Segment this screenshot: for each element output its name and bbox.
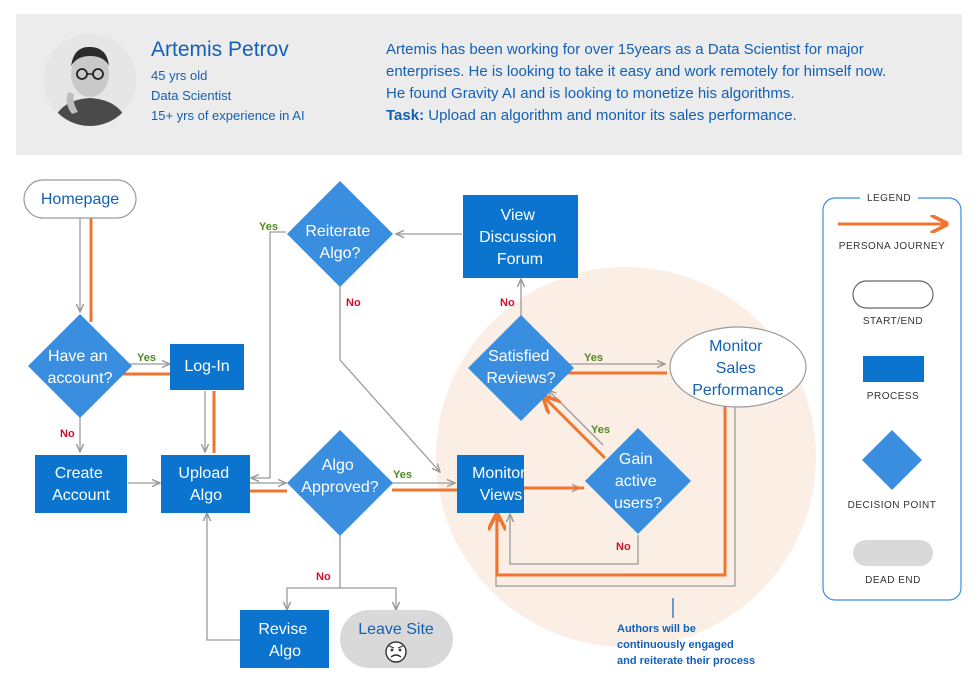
legend-start-end-shape — [852, 280, 934, 309]
bio-line: Artemis has been working for over 15year… — [386, 41, 864, 58]
task-label: Task: — [386, 107, 425, 124]
legend-process-shape — [863, 356, 924, 382]
persona-bio: Artemis has been working for over 15year… — [386, 39, 956, 127]
persona-role: Data Scientist — [151, 88, 232, 103]
monitor-sales-performance-label: Monitor Sales Performance — [692, 338, 784, 399]
have-account-label: Have an account? — [48, 348, 113, 387]
revise-algo-label: Revise Algo — [258, 621, 311, 660]
legend: LEGEND PERSONA JOURNEY START/END PROCESS… — [822, 191, 962, 601]
algo-approved-decision[interactable]: Algo Approved? — [287, 430, 393, 536]
persona-avatar — [44, 34, 136, 126]
edge-label-yes: Yes — [259, 221, 278, 233]
reiterate-algo-decision[interactable]: Reiterate Algo? — [287, 181, 393, 287]
persona-header — [16, 14, 962, 155]
frowning-face-icon — [385, 641, 407, 663]
legend-dead-end-shape — [853, 540, 933, 566]
have-account-decision[interactable]: Have an account? — [28, 314, 132, 418]
satisfied-reviews-label: Satisfied Reviews? — [486, 348, 555, 387]
edge-gain-views — [510, 514, 639, 565]
create-account-label: Create Account — [52, 465, 110, 504]
persona-photo-icon — [44, 34, 136, 126]
persona-experience: 15+ yrs of experience in AI — [151, 108, 305, 123]
legend-decision-point: DECISION POINT — [848, 500, 937, 511]
upload-algo-label: Upload Algo — [178, 465, 233, 504]
view-discussion-forum-label: View Discussion Forum — [479, 207, 561, 268]
gain-active-users-label: Gain active users? — [614, 451, 662, 512]
persona-age: 45 yrs old — [151, 68, 208, 83]
revise-algo-node[interactable]: Revise Algo — [240, 610, 329, 668]
legend-dead-end: DEAD END — [865, 575, 921, 586]
homepage-label: Homepage — [41, 191, 119, 208]
bio-line: He found Gravity AI and is looking to mo… — [386, 85, 795, 102]
edge-reiterate-upload — [251, 231, 286, 478]
edge-label-no: No — [500, 297, 515, 309]
edge-label-yes: Yes — [393, 469, 412, 481]
algo-approved-label: Algo Approved? — [301, 457, 378, 496]
gain-active-users-decision[interactable]: Gain active users? — [585, 428, 691, 534]
edge-label-no: No — [60, 428, 75, 440]
legend-title: LEGEND — [867, 193, 911, 204]
engagement-note: Authors will be continuously engaged and… — [617, 623, 755, 667]
persona-journey — [89, 217, 727, 577]
leave-site-node[interactable]: Leave Site — [340, 610, 453, 668]
edge-label-yes: Yes — [591, 424, 610, 436]
legend-start-end: START/END — [863, 316, 923, 327]
edge-label-yes: Yes — [584, 352, 603, 364]
persona-name: Artemis Petrov — [151, 38, 289, 61]
edge-approved-revise — [287, 535, 341, 610]
edge-reiterate-monitor-views — [339, 286, 440, 472]
view-discussion-forum-node[interactable]: View Discussion Forum — [463, 195, 578, 278]
edge-label-no: No — [316, 571, 331, 583]
edge-label-no: No — [346, 297, 361, 309]
reiterate-algo-label: Reiterate Algo? — [305, 223, 374, 262]
upload-algo-node[interactable]: Upload Algo — [161, 455, 250, 513]
satisfied-reviews-decision[interactable]: Satisfied Reviews? — [468, 315, 574, 421]
monitor-views-label: Monitor Views — [472, 465, 530, 504]
legend-persona-journey: PERSONA JOURNEY — [839, 241, 945, 252]
leave-site-label: Leave Site — [358, 621, 434, 638]
edge-label-no: No — [616, 541, 631, 553]
edge-approved-leave — [340, 587, 396, 610]
persona-task: Task: Upload an algorithm and monitor it… — [386, 105, 956, 127]
journey-segment — [497, 405, 727, 577]
log-in-label: Log-In — [184, 358, 229, 375]
monitor-views-node[interactable]: Monitor Views — [457, 455, 530, 513]
monitor-sales-performance-node[interactable]: Monitor Sales Performance — [669, 326, 807, 408]
legend-process: PROCESS — [867, 391, 919, 402]
create-account-node[interactable]: Create Account — [35, 455, 127, 513]
task-text: Upload an algorithm and monitor its sale… — [424, 107, 797, 124]
bio-line: enterprises. He is looking to take it ea… — [386, 63, 887, 80]
edge-label-yes: Yes — [137, 352, 156, 364]
log-in-node[interactable]: Log-In — [170, 344, 244, 390]
legend-decision-shape — [862, 430, 922, 490]
edge-revise-upload — [207, 513, 240, 641]
homepage-node[interactable]: Homepage — [23, 179, 137, 219]
journey-segment — [545, 398, 607, 460]
